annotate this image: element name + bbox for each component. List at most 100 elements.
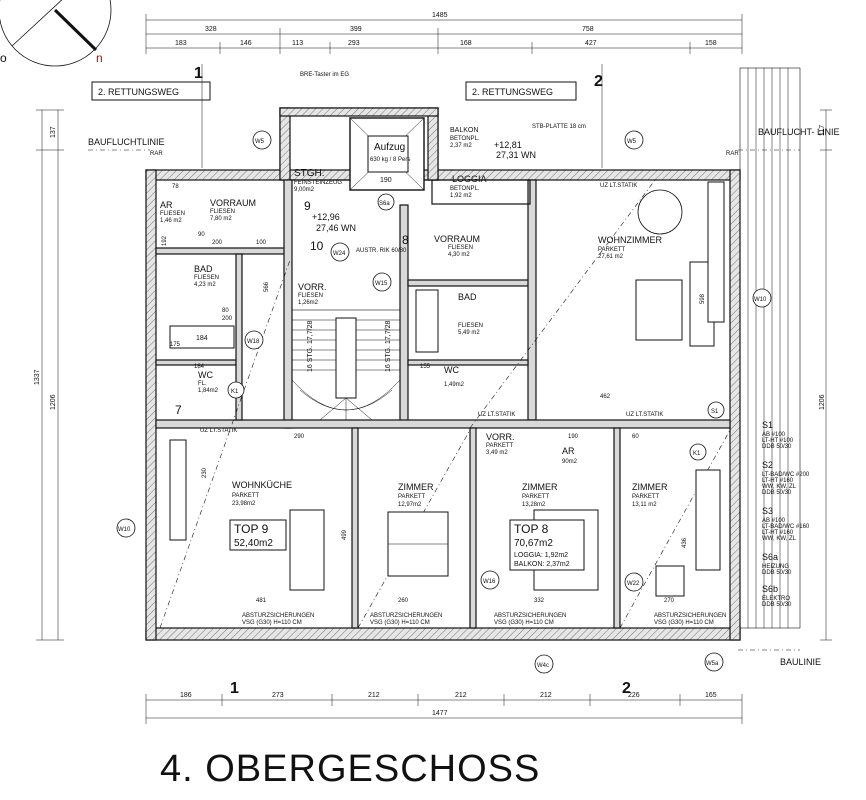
svg-text:7: 7 [175,403,182,417]
compass: n o [0,0,112,67]
shaft-legend: S1 AB #100 LT-HT #100 DDB 50/30 S2 LT-BA… [762,420,810,608]
section-mark-1-bottom: 1 [230,680,239,697]
svg-text:70,67m2: 70,67m2 [514,538,553,549]
svg-text:W22: W22 [627,581,640,587]
stgh-level1: +12,96 [312,212,340,222]
dim-top-f: 113 [292,40,303,47]
svg-text:13,28m2: 13,28m2 [522,502,546,508]
svg-text:VORRAUM: VORRAUM [210,198,256,208]
room-bad-2: BAD FLIESEN 5,49 m2 [415,289,483,353]
dim-top-a: 328 [205,26,217,33]
svg-text:8: 8 [402,233,409,247]
svg-text:BAD: BAD [194,264,213,274]
svg-text:AB #100: AB #100 [762,518,786,524]
svg-text:W10: W10 [754,297,767,303]
baufluchtlinie-left-label: BAUFLUCHTLINIE [88,137,165,147]
escape-diagonals [159,179,731,629]
dimension-chain-bottom: 186 273 212 212 212 226 165 1477 [145,692,743,724]
dim-left-inner: 1206 [50,394,57,410]
svg-text:10: 10 [310,239,324,253]
svg-text:W4c: W4c [537,663,549,669]
rettungsweg-right-label: 2. RETTUNGSWEG [472,87,553,97]
stb-platte-label: STB-PLATTE 18 cm [532,124,586,130]
svg-text:LT-HT #160: LT-HT #160 [762,478,794,484]
svg-text:VSG (G30) H=110 CM: VSG (G30) H=110 CM [242,620,302,626]
stgh-name: STGH. [294,168,325,179]
svg-text:HEIZUNG: HEIZUNG [762,564,789,570]
bre-taster-label: BRE-Taster im EG [300,72,349,78]
section-mark-1-top: 1 [194,65,203,82]
svg-text:VSG (G30) H=110 CM: VSG (G30) H=110 CM [370,620,430,626]
balkon-area: 2,37 m2 [450,143,472,149]
dim-top-e: 146 [240,40,252,47]
dimension-chain-top: 1485 328 399 758 183 146 113 293 168 427… [145,12,743,54]
svg-text:481: 481 [256,598,267,604]
section-mark-2-top: 2 [594,73,603,90]
room-bad-1: BAD FLIESEN 4,23 m2 184 [169,264,235,349]
window-tags: W5 W5 W10 W10 W15 W16 W18 W22 W24 W4c W5… [116,130,772,674]
svg-text:W5a: W5a [706,661,719,667]
dim-bot-a: 186 [180,692,192,699]
dim-bot-total: 1477 [432,710,448,717]
svg-text:4,30 m2: 4,30 m2 [448,252,470,258]
svg-text:S6a: S6a [379,201,390,207]
room-wc-1: WC FL. 1,84m2 [198,370,219,394]
dim-left-top: 137 [50,126,57,138]
rar-right-label: RAR [726,151,739,157]
room-vorraum-2: VORRAUM FLIESEN 4,30 m2 [434,234,480,258]
svg-text:PARKETT: PARKETT [398,494,426,500]
neighbor-hatch [739,67,801,629]
svg-text:VORR.: VORR. [298,282,327,292]
dim-top-j: 158 [705,40,717,47]
svg-text:VORR.: VORR. [486,432,515,442]
svg-text:ABSTURZSICHERUNGEN: ABSTURZSICHERUNGEN [242,613,314,619]
absturzsicherungen: ABSTURZSICHERUNGEN VSG (G30) H=110 CM AB… [242,613,726,626]
baulinie-label: BAULINIE [780,657,821,667]
svg-text:190: 190 [568,434,579,440]
loggia-floor: BETONPL. [450,186,480,192]
svg-text:3,49 m2: 3,49 m2 [486,450,508,456]
svg-text:290: 290 [294,434,305,440]
svg-text:155: 155 [420,364,431,370]
svg-text:1,49m2: 1,49m2 [444,382,465,388]
dim-bot-g: 165 [705,692,717,699]
dim-top-b: 399 [350,26,362,33]
dimension-chain-left: 1337 1206 137 [34,109,64,641]
svg-text:W5: W5 [627,139,637,145]
svg-text:W16: W16 [483,579,496,585]
svg-text:LT-HT #100: LT-HT #100 [762,438,794,444]
svg-text:AR: AR [160,200,173,210]
top8-label: TOP 8 70,67m2 LOGGIA: 1,92m2 BALKON: 2,3… [509,519,585,571]
svg-text:332: 332 [534,598,545,604]
balkon-level1: +12,81 [494,140,522,150]
room-wohnzimmer: WOHNZIMMER PARKETT 27,61 m2 [598,181,725,347]
svg-text:UZ LT.STATIK: UZ LT.STATIK [200,428,237,434]
svg-text:VSG (G30) H=110 CM: VSG (G30) H=110 CM [494,620,554,626]
svg-text:WOHNZIMMER: WOHNZIMMER [598,235,662,245]
svg-text:S6b: S6b [762,584,778,594]
svg-text:W18: W18 [247,339,260,345]
svg-text:270: 270 [664,598,675,604]
svg-text:S1: S1 [711,409,719,415]
svg-text:ZIMMER: ZIMMER [632,482,668,492]
room-ar-2: AR 90m2 [562,446,578,465]
loggia-area: 1,92 m2 [450,193,472,199]
dim-top-d: 183 [175,40,187,47]
svg-text:7,80 m2: 7,80 m2 [210,216,232,222]
svg-text:260: 260 [398,598,409,604]
svg-text:90: 90 [198,232,205,238]
elevator-spec: 630 kg / 8 Pers [370,157,410,163]
svg-text:230: 230 [202,467,208,478]
svg-text:VSG (G30) H=110 CM: VSG (G30) H=110 CM [654,620,714,626]
dim-top-i: 427 [585,40,597,47]
svg-text:184: 184 [194,364,205,370]
svg-text:PARKETT: PARKETT [632,494,660,500]
svg-text:PARKETT: PARKETT [486,443,514,449]
svg-text:UZ LT.STATIK: UZ LT.STATIK [626,412,663,418]
north-label: n [96,51,103,65]
rettungsweg-right: 2. RETTUNGSWEG 2 [465,64,603,168]
svg-text:5,49 m2: 5,49 m2 [458,330,480,336]
svg-text:S6a: S6a [762,552,778,562]
svg-text:TOP 9: TOP 9 [234,522,269,536]
